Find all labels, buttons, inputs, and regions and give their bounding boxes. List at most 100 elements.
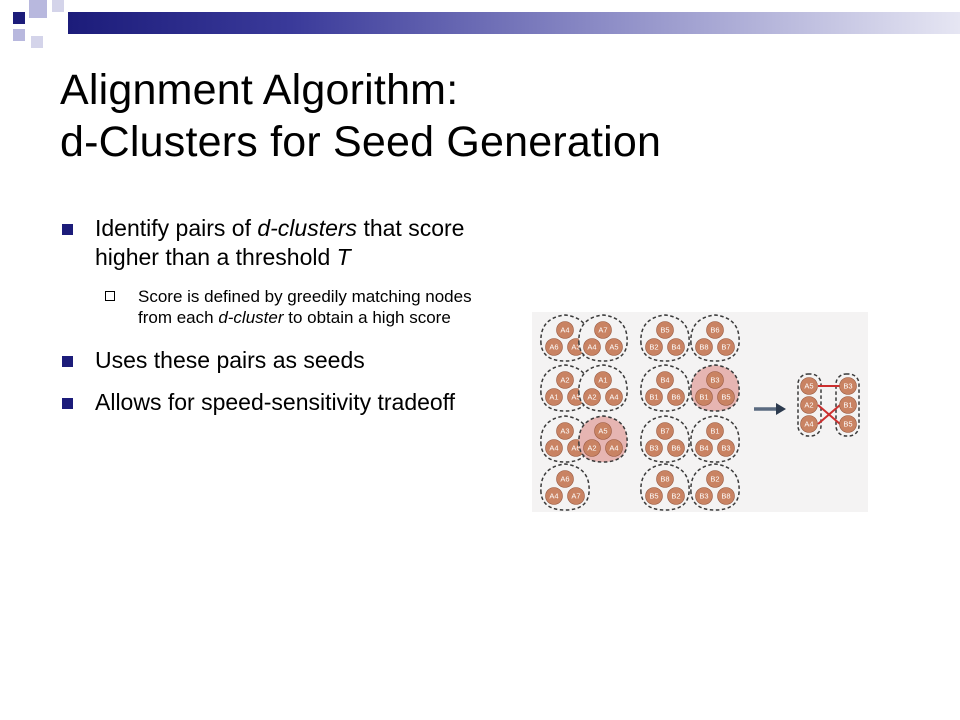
cluster-node [706, 470, 724, 488]
node-label: A7 [598, 326, 607, 335]
right-arrow-icon [754, 403, 786, 415]
cluster-node [645, 338, 663, 356]
seed-box-left [797, 373, 822, 437]
cluster-node [839, 396, 857, 414]
cluster-node [656, 470, 674, 488]
cluster-node [706, 371, 724, 389]
bullet-text: Uses these pairs as seeds [95, 347, 365, 373]
cluster-node [717, 338, 735, 356]
cluster-node [556, 470, 574, 488]
node-label: A2 [587, 444, 596, 453]
cluster-node [667, 487, 685, 505]
header-square-4 [13, 29, 25, 41]
node-label: B4 [699, 444, 708, 453]
cluster-node [545, 388, 563, 406]
hollow-square-bullet-icon [105, 291, 115, 301]
node-label: B5 [843, 420, 852, 429]
node-label: A3 [571, 343, 580, 352]
cluster-node [695, 487, 713, 505]
cluster-node [695, 439, 713, 457]
cluster-node [645, 388, 663, 406]
square-bullet-icon [62, 356, 73, 367]
node-label: B3 [649, 444, 658, 453]
cluster-node [656, 422, 674, 440]
header-square-5 [31, 36, 43, 48]
bullet-item: Identify pairs of d-clusters that score … [60, 214, 490, 272]
node-label: B2 [671, 492, 680, 501]
cluster-node [717, 487, 735, 505]
node-label: B7 [721, 343, 730, 352]
node-label: A4 [549, 492, 558, 501]
cluster-node [839, 377, 857, 395]
cluster-node [800, 415, 818, 433]
cluster-node [645, 439, 663, 457]
cluster-node [706, 321, 724, 339]
header-gradient-bar [68, 12, 960, 34]
node-label: B1 [843, 401, 852, 410]
cluster-node [583, 338, 601, 356]
square-bullet-icon [62, 398, 73, 409]
bullet-text: Allows for speed-sensitivity tradeoff [95, 389, 456, 415]
node-label: A3 [560, 427, 569, 436]
node-label: B5 [660, 326, 669, 335]
cluster-node [545, 338, 563, 356]
header-square-1 [13, 12, 25, 24]
cluster-node [567, 487, 585, 505]
cluster-node [800, 377, 818, 395]
node-label: A1 [549, 393, 558, 402]
cluster-node [594, 422, 612, 440]
node-label: A4 [560, 326, 569, 335]
cluster-node [656, 371, 674, 389]
node-label: A5 [598, 427, 607, 436]
header-square-2 [29, 0, 47, 18]
cluster-node [605, 338, 623, 356]
sub-bullet-text: to obtain a high score [283, 308, 451, 327]
node-label: A1 [598, 376, 607, 385]
node-label: B7 [660, 427, 669, 436]
node-label: B5 [721, 393, 730, 402]
node-label: B4 [660, 376, 669, 385]
node-label: A7 [571, 492, 580, 501]
node-label: B8 [699, 343, 708, 352]
node-label: B6 [710, 326, 719, 335]
node-label: B1 [649, 393, 658, 402]
cluster-node [645, 487, 663, 505]
node-label: B3 [699, 492, 708, 501]
cluster-node [556, 371, 574, 389]
cluster-node [556, 422, 574, 440]
sub-bullet-text: Score is defined by greedily matching no… [138, 287, 472, 327]
cluster-node [583, 439, 601, 457]
node-label: A4 [549, 444, 558, 453]
header-square-3 [52, 0, 64, 12]
cluster-node [594, 371, 612, 389]
cluster-node [545, 439, 563, 457]
cluster-node [594, 321, 612, 339]
node-label: B2 [710, 475, 719, 484]
cluster-node [656, 321, 674, 339]
sub-bullet-emphasis: d-cluster [218, 308, 284, 327]
node-label: A4 [804, 420, 813, 429]
node-label: B3 [843, 382, 852, 391]
node-label: B4 [671, 343, 680, 352]
node-label: B3 [721, 444, 730, 453]
bullet-item: Allows for speed-sensitivity tradeoff [60, 388, 490, 417]
seed-box-right [835, 373, 860, 437]
cluster-node [667, 439, 685, 457]
node-label: B6 [671, 393, 680, 402]
title-line-1: Alignment Algorithm: [60, 66, 459, 114]
bullet-emphasis: T [336, 244, 351, 270]
cluster-node [667, 338, 685, 356]
cluster-node [717, 439, 735, 457]
cluster-node [667, 388, 685, 406]
